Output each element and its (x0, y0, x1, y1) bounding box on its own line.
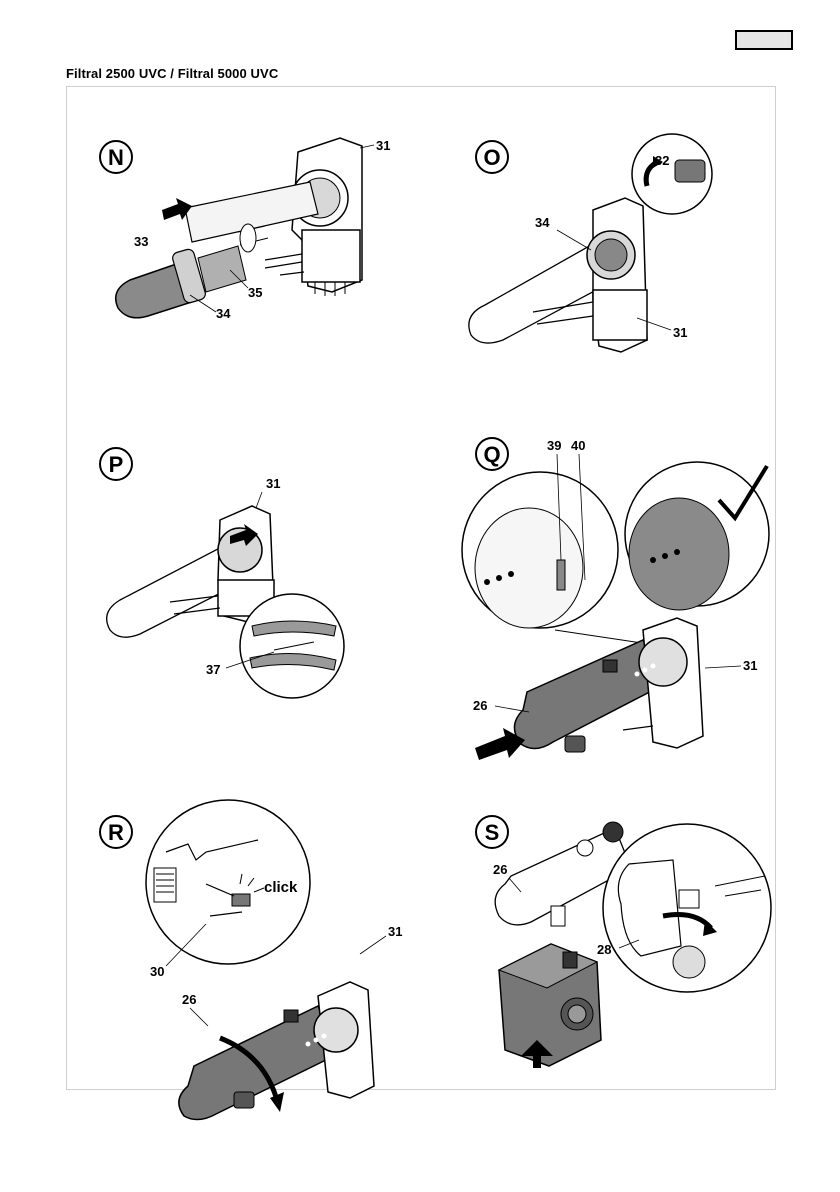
step-n-panel: N 31 33 35 34 (70, 90, 425, 424)
part-label: 31 (743, 658, 757, 673)
part-label: 31 (388, 924, 402, 939)
step-p-illustration: P 31 37 (70, 430, 425, 764)
step-o-panel: O 32 34 31 (425, 90, 780, 424)
document-title: Filtral 2500 UVC / Filtral 5000 UVC (66, 66, 278, 81)
language-box (735, 30, 793, 50)
part-label: 34 (216, 306, 231, 321)
step-o-illustration: O 32 34 31 (425, 90, 780, 424)
part-label: 37 (206, 662, 220, 677)
step-p-panel: P 31 37 (70, 430, 425, 764)
step-s-panel: S 26 28 (425, 756, 780, 1090)
step-q-panel: Q 39 40 31 26 (425, 430, 780, 764)
step-q-illustration: Q 39 40 31 26 (425, 430, 780, 764)
part-label: 33 (134, 234, 148, 249)
part-label: 31 (673, 325, 687, 340)
step-letter: P (109, 452, 124, 477)
part-label: 30 (150, 964, 164, 979)
part-label: 31 (266, 476, 280, 491)
part-label: 26 (493, 862, 507, 877)
step-r-illustration: R click 31 30 26 (70, 756, 425, 1090)
part-label: 26 (182, 992, 196, 1007)
part-label: 34 (535, 215, 550, 230)
part-label: 39 (547, 438, 561, 453)
step-letter: O (483, 145, 500, 170)
part-label: 31 (376, 138, 390, 153)
part-label: 40 (571, 438, 585, 453)
step-n-illustration: N 31 33 35 34 (70, 90, 425, 424)
click-label: click (264, 879, 298, 896)
step-letter: R (108, 820, 124, 845)
step-s-illustration: S 26 28 (425, 756, 780, 1090)
step-letter: Q (483, 442, 500, 467)
part-label: 28 (597, 942, 611, 957)
part-label: 26 (473, 698, 487, 713)
step-r-panel: R click 31 30 26 (70, 756, 425, 1090)
step-letter: N (108, 145, 124, 170)
part-label: 32 (655, 153, 669, 168)
step-letter: S (485, 820, 500, 845)
part-label: 35 (248, 285, 262, 300)
